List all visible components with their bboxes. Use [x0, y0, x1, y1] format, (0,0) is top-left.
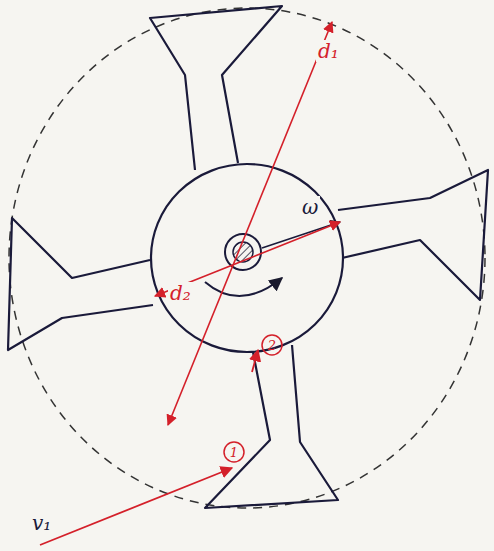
angular-speed-label: ω [300, 196, 320, 218]
blade [205, 345, 338, 508]
callout-number: 1 [228, 445, 240, 460]
callout-circle [262, 335, 282, 355]
point-arrow [252, 350, 258, 372]
rotation-arrow [205, 278, 282, 296]
hub-circle [151, 164, 343, 352]
outer-circle [9, 8, 485, 508]
blade [8, 218, 153, 350]
point-marker [222, 468, 228, 474]
blade [338, 170, 488, 300]
dimension-label: d₁ [316, 40, 341, 62]
dimension-line [168, 22, 332, 425]
blade [150, 6, 282, 170]
velocity-label: v₁ [30, 512, 53, 534]
callout-number: 2 [266, 338, 278, 353]
dimension-label: d₂ [168, 282, 193, 304]
blades [8, 6, 488, 508]
callout-circle [224, 442, 244, 462]
velocity-arrow [40, 468, 232, 545]
